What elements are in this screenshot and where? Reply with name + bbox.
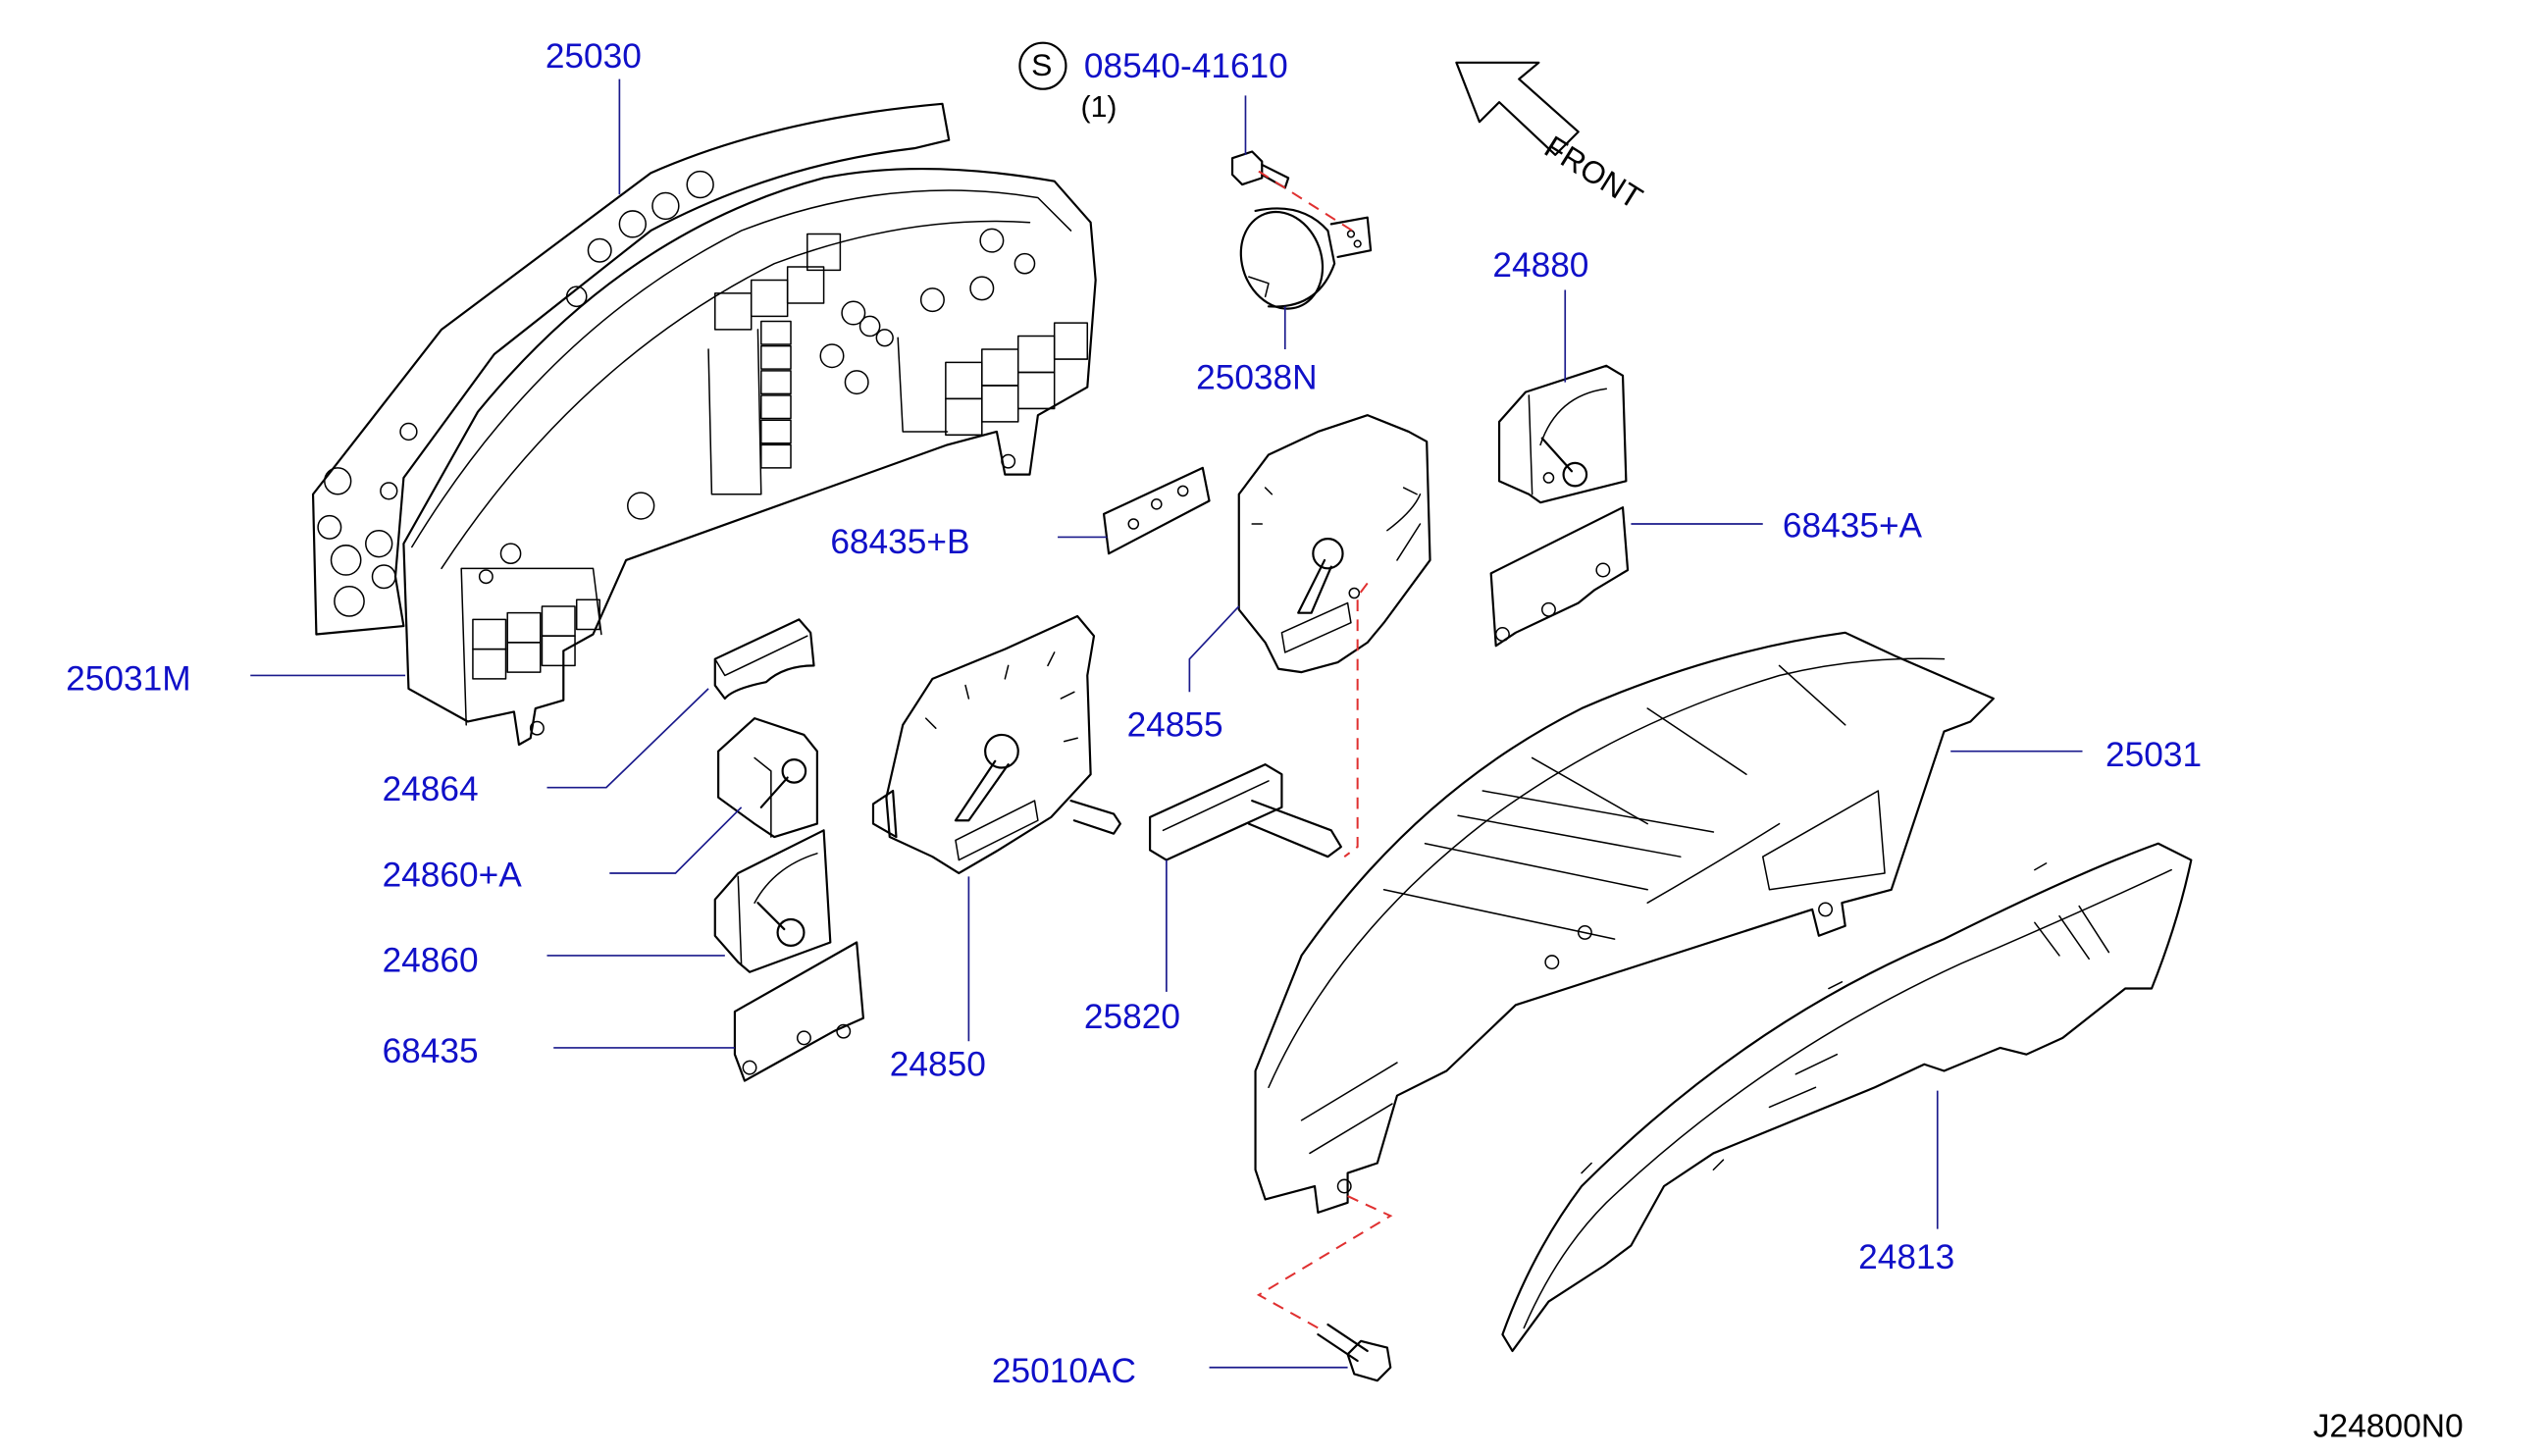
part-25031-front-housing — [1254, 631, 1995, 1214]
part-68435-plate — [733, 941, 864, 1082]
label-24860: 24860 — [382, 942, 479, 981]
label-25010AC: 25010AC — [991, 1352, 1136, 1391]
part-24855-gauge — [1237, 414, 1431, 674]
part-screw-08540 — [1230, 150, 1290, 189]
label-68435: 68435 — [382, 1032, 479, 1071]
front-arrow-icon — [1455, 61, 1580, 156]
leader-lines — [250, 78, 2083, 1369]
part-24860A-gauge — [717, 717, 818, 839]
label-25038N: 25038N — [1196, 359, 1318, 397]
label-24864: 24864 — [382, 770, 479, 809]
part-68435B-plate — [1102, 466, 1211, 555]
label-24850: 24850 — [889, 1046, 986, 1084]
part-24850-gauge — [871, 614, 1121, 875]
part-25820-connector — [1148, 763, 1342, 861]
screw-quantity: (1) — [1080, 90, 1118, 124]
label-24855: 24855 — [1126, 706, 1223, 745]
part-25038N-buzzer — [1239, 207, 1373, 310]
label-24813: 24813 — [1858, 1238, 1955, 1277]
part-25030-back-plate — [311, 102, 951, 636]
part-24880-gauge — [1497, 364, 1628, 504]
part-24860-gauge — [713, 829, 832, 973]
label-25820: 25820 — [1083, 998, 1180, 1037]
part-25010AC-bolt — [1317, 1323, 1392, 1382]
part-68435A-plate — [1489, 506, 1630, 648]
label-25031: 25031 — [2105, 736, 2203, 775]
dashed-alignment-lines — [1256, 170, 1393, 1329]
label-25031M: 25031M — [66, 660, 191, 699]
label-24880: 24880 — [1492, 246, 1589, 286]
label-08540-41610: 08540-41610 — [1083, 47, 1288, 86]
label-68435B: 68435+B — [830, 523, 970, 562]
screw-symbol: S — [1031, 49, 1053, 84]
diagram-code: J24800N0 — [2313, 1408, 2464, 1445]
label-68435A: 68435+A — [1782, 507, 1923, 546]
part-24813-lens — [1501, 842, 2193, 1353]
screw-symbol-circle — [1018, 41, 1067, 90]
part-25031M-housing — [402, 167, 1097, 747]
label-25030: 25030 — [545, 37, 642, 77]
part-24864-cap — [713, 618, 815, 701]
label-24860A: 24860+A — [382, 857, 522, 895]
